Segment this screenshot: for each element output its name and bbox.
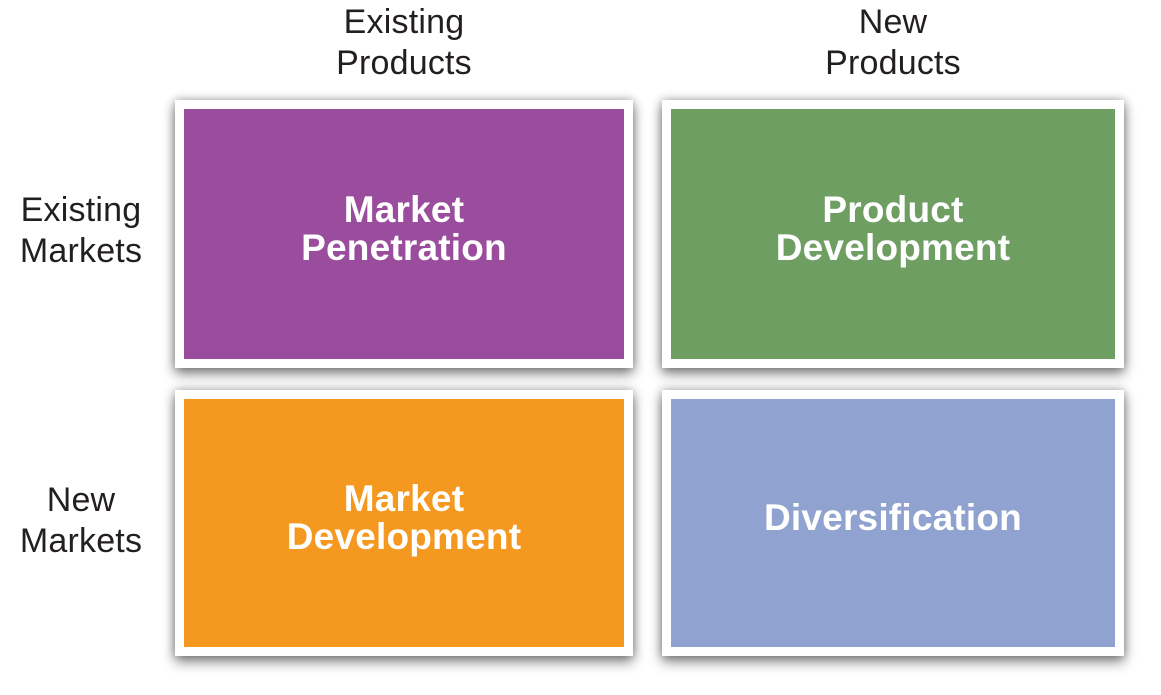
quadrant-label-diversification: Diversification (764, 496, 1022, 538)
quadrant-product-development-fill: Product Development (671, 109, 1115, 359)
column-header-existing-products: Existing Products (336, 3, 472, 82)
quadrant-market-penetration-fill: Market Penetration (184, 109, 624, 359)
quadrant-market-penetration: Market Penetration (175, 100, 633, 368)
quadrant-market-development: Market Development (175, 390, 633, 656)
row-header-existing-markets: Existing Markets (19, 191, 143, 270)
quadrant-diversification-fill: Diversification (671, 399, 1115, 647)
quadrant-label-market-penetration: Market Penetration (301, 188, 507, 268)
column-header-new-products: New Products (825, 3, 961, 82)
quadrant-label-market-development: Market Development (286, 477, 522, 557)
quadrant-market-development-fill: Market Development (184, 399, 624, 647)
quadrant-diversification: Diversification (662, 390, 1124, 656)
row-header-new-markets: New Markets (19, 481, 143, 560)
quadrant-label-product-development: Product Development (775, 188, 1011, 268)
quadrant-product-development: Product Development (662, 100, 1124, 368)
